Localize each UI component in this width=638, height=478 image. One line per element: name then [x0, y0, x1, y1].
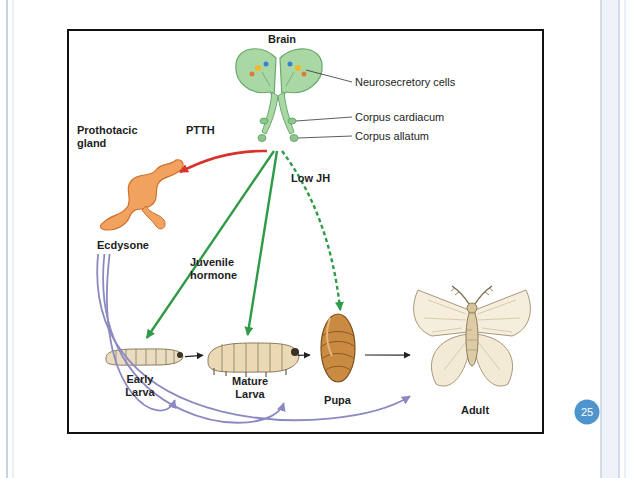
leader-line [298, 136, 352, 138]
node-label: Brain [232, 33, 332, 46]
figure-frame [68, 30, 543, 433]
brain-illustration [288, 118, 296, 124]
moth-illustration [424, 300, 520, 370]
slide-border [618, 0, 620, 478]
moth-illustration [475, 334, 513, 386]
hormone-arrow [365, 354, 410, 355]
slide-border [6, 0, 8, 478]
leader-line [306, 70, 352, 82]
leader-line [296, 70, 352, 138]
brain-illustration [290, 135, 298, 142]
moth-illustration [431, 334, 469, 386]
pupa-illustration [321, 314, 355, 382]
brain-illustration [264, 62, 269, 67]
larva-illustration [208, 343, 299, 377]
moth-illustration [451, 288, 493, 295]
hormone-arrow [107, 254, 175, 410]
hormone-arrow [97, 254, 410, 420]
brain-illustration [262, 72, 294, 86]
brain-illustration [236, 49, 276, 98]
larva-illustration [106, 349, 183, 365]
moth-illustration [467, 330, 477, 350]
stage-node: Brain [232, 33, 332, 151]
hormone-arrow [185, 355, 203, 356]
brain-illustration [295, 65, 301, 71]
hormone-arrow [147, 151, 274, 338]
slide-border [600, 0, 602, 478]
callout-label: Corpus allatum [355, 130, 495, 143]
moth-illustration [414, 290, 469, 336]
gland-illustration [142, 206, 165, 229]
slide-band [601, 0, 619, 478]
callout-label: Juvenile hormone [190, 256, 252, 282]
pupa-illustration [321, 314, 355, 382]
larva-illustration [116, 349, 174, 365]
gland-illustration [101, 160, 184, 230]
stage-node: Pupa [310, 310, 365, 410]
edge-label: Low JH [291, 172, 330, 185]
page-number: 25 [575, 400, 599, 424]
moth-illustration [452, 286, 492, 304]
hormone-arrow [248, 151, 277, 335]
brain-illustration [280, 49, 322, 98]
stage-node: Prothotacic glandEcdysone [75, 122, 180, 254]
larva-illustration [291, 348, 299, 356]
stage-node: Adult [410, 280, 540, 420]
brain-illustration [236, 49, 322, 142]
larva-illustration [208, 343, 299, 372]
node-label: Adult [410, 404, 540, 417]
brain-illustration [260, 118, 268, 124]
brain-illustration [302, 72, 307, 77]
pupa-illustration [327, 318, 332, 356]
node-label: Mature Larva [227, 375, 273, 401]
edge-label: PTTH [186, 124, 215, 137]
gland-illustration [101, 160, 184, 230]
brain-illustration [255, 65, 261, 71]
node-label: Pupa [310, 394, 365, 407]
hormone-arrow [103, 254, 284, 423]
brain-illustration [250, 72, 255, 77]
stage-node: Early Larva [100, 338, 185, 400]
brain-illustration [278, 92, 294, 134]
leader-line [296, 117, 352, 121]
node-label: Prothotacic gland [77, 124, 157, 150]
moth-illustration [475, 290, 530, 336]
stage-node: Mature Larva [203, 335, 298, 403]
hormone-arrow [298, 354, 310, 356]
larva-illustration [106, 349, 183, 365]
page-number-badge [575, 400, 600, 425]
brain-illustration [262, 92, 278, 134]
larva-illustration [177, 352, 183, 358]
callout-label: Neurosecretory cells [355, 76, 495, 89]
slide-border [13, 0, 14, 478]
hormone-arrow [282, 151, 340, 310]
larva-illustration [222, 343, 282, 372]
brain-illustration [288, 62, 293, 67]
callout-label: Corpus cardiacum [355, 111, 495, 124]
brain-illustration [258, 135, 266, 142]
node-sublabel: Ecdysone [97, 239, 177, 252]
slide-border [625, 0, 626, 478]
hormone-arrow [180, 151, 267, 172]
moth-illustration [414, 286, 531, 386]
node-label: Early Larva [120, 373, 160, 399]
moth-illustration [466, 310, 478, 366]
moth-illustration [467, 303, 477, 313]
